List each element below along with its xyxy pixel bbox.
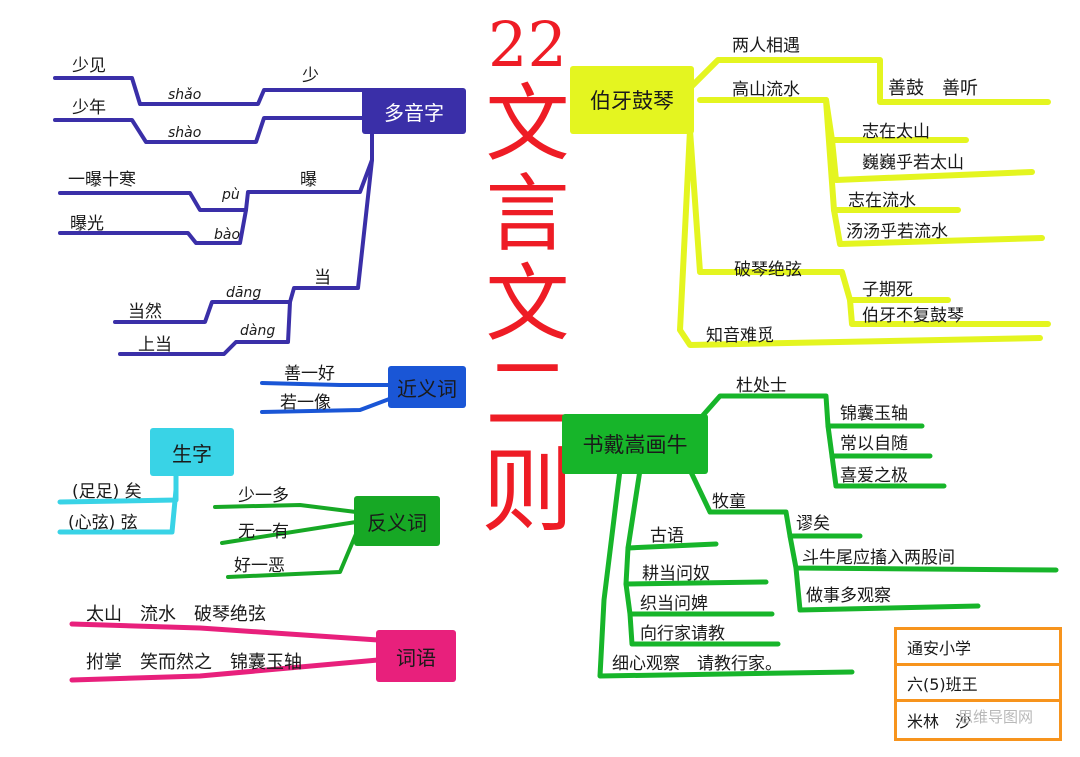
- title-char-3: 文: [485, 255, 570, 353]
- credit-class: 六(5)班王: [897, 666, 1059, 702]
- synonym-branches: [260, 381, 394, 414]
- credit-box: 通安小学 六(5)班王 米林 沙: [894, 627, 1062, 741]
- boya-sub-item: 志在太山: [862, 122, 930, 142]
- boya-node: 伯牙鼓琴: [570, 66, 694, 134]
- antonym-branches: [213, 503, 358, 579]
- painting-saying-sub: 向行家请教: [640, 624, 725, 644]
- boya-sub-item: 汤汤乎若流水: [846, 222, 948, 242]
- words-line-2: 拊掌 笑而然之 锦囊玉轴: [86, 652, 302, 673]
- title-char-1: 文: [485, 75, 570, 173]
- boya-sub-item: 志在流水: [848, 191, 916, 211]
- boya-good-at: 善鼓 善听: [888, 78, 978, 99]
- lesson-number: 22: [488, 8, 567, 81]
- watermark: 思维导图网: [958, 708, 1034, 726]
- polyphone-word: 少见: [72, 56, 106, 76]
- words-line-1: 太山 流水 破琴绝弦: [86, 604, 266, 625]
- boya-mountain-water: 高山流水: [732, 80, 800, 100]
- new-char-item: (心弦) 弦: [68, 513, 138, 533]
- boya-break-qin: 破琴绝弦: [734, 260, 802, 280]
- polyphone-word: 少年: [72, 98, 106, 118]
- polyphone-node: 多音字: [362, 88, 466, 134]
- antonym-item: 无一有: [238, 522, 289, 542]
- polyphone-word: 一曝十寒: [68, 170, 136, 190]
- boya-zhiyin: 知音难觅: [706, 326, 774, 346]
- polyphone-pinyin: pù: [222, 187, 240, 203]
- credit-school: 通安小学: [897, 630, 1059, 666]
- polyphone-pinyin: dāng: [226, 285, 262, 301]
- title-char-2: 言: [485, 165, 570, 263]
- new-chars-node: 生字: [150, 428, 234, 476]
- painting-summary: 细心观察 请教行家。: [612, 654, 782, 674]
- synonym-item: 若一像: [280, 393, 331, 413]
- boya-branches: [677, 57, 1051, 348]
- polyphone-word: 当然: [128, 302, 162, 322]
- painting-du-sub: 喜爱之极: [840, 466, 908, 486]
- polyphone-pinyin: dàng: [240, 323, 276, 339]
- painting-du: 杜处士: [736, 376, 787, 396]
- painting-du-sub: 锦囊玉轴: [840, 404, 908, 424]
- boya-meet: 两人相遇: [732, 36, 800, 56]
- painting-boy-sub: 谬矣: [796, 514, 830, 534]
- credit-name: 米林 沙: [907, 712, 972, 731]
- polyphone-word: 曝光: [70, 214, 104, 234]
- new-char-item: (足足) 矣: [72, 482, 142, 502]
- synonym-item: 善一好: [284, 364, 335, 384]
- polyphone-char-shao: 少: [302, 66, 319, 86]
- boya-break-sub: 伯牙不复鼓琴: [862, 306, 964, 326]
- boya-break-sub: 子期死: [862, 280, 913, 300]
- polyphone-char-pu: 曝: [300, 170, 317, 190]
- polyphone-pinyin: shào: [168, 125, 202, 141]
- painting-boy: 牧童: [712, 492, 746, 512]
- polyphone-pinyin: bào: [214, 227, 241, 243]
- polyphone-pinyin: shǎo: [168, 87, 202, 103]
- painting-node: 书戴嵩画牛: [562, 414, 708, 474]
- polyphone-char-dang: 当: [314, 268, 331, 288]
- words-node: 词语: [376, 630, 456, 682]
- painting-saying: 古语: [650, 526, 684, 546]
- words-branches: [69, 621, 381, 683]
- polyphone-word: 上当: [138, 335, 172, 355]
- title-char-4: 二: [485, 345, 570, 443]
- painting-boy-sub: 斗牛尾应搐入两股间: [802, 548, 955, 568]
- painting-saying-sub: 织当问婢: [640, 594, 708, 614]
- antonym-node: 反义词: [354, 496, 440, 546]
- painting-branches: [597, 393, 1059, 679]
- antonym-item: 好一恶: [234, 556, 285, 576]
- boya-sub-item: 巍巍乎若太山: [862, 153, 964, 173]
- antonym-item: 少一多: [238, 486, 289, 506]
- synonym-node: 近义词: [388, 366, 466, 408]
- painting-saying-sub: 耕当问奴: [642, 564, 710, 584]
- painting-boy-sub: 做事多观察: [806, 586, 891, 606]
- new-chars-branches: [57, 472, 179, 535]
- painting-du-sub: 常以自随: [840, 434, 908, 454]
- title-char-5: 则: [481, 438, 574, 545]
- polyphone-branches: [53, 76, 374, 356]
